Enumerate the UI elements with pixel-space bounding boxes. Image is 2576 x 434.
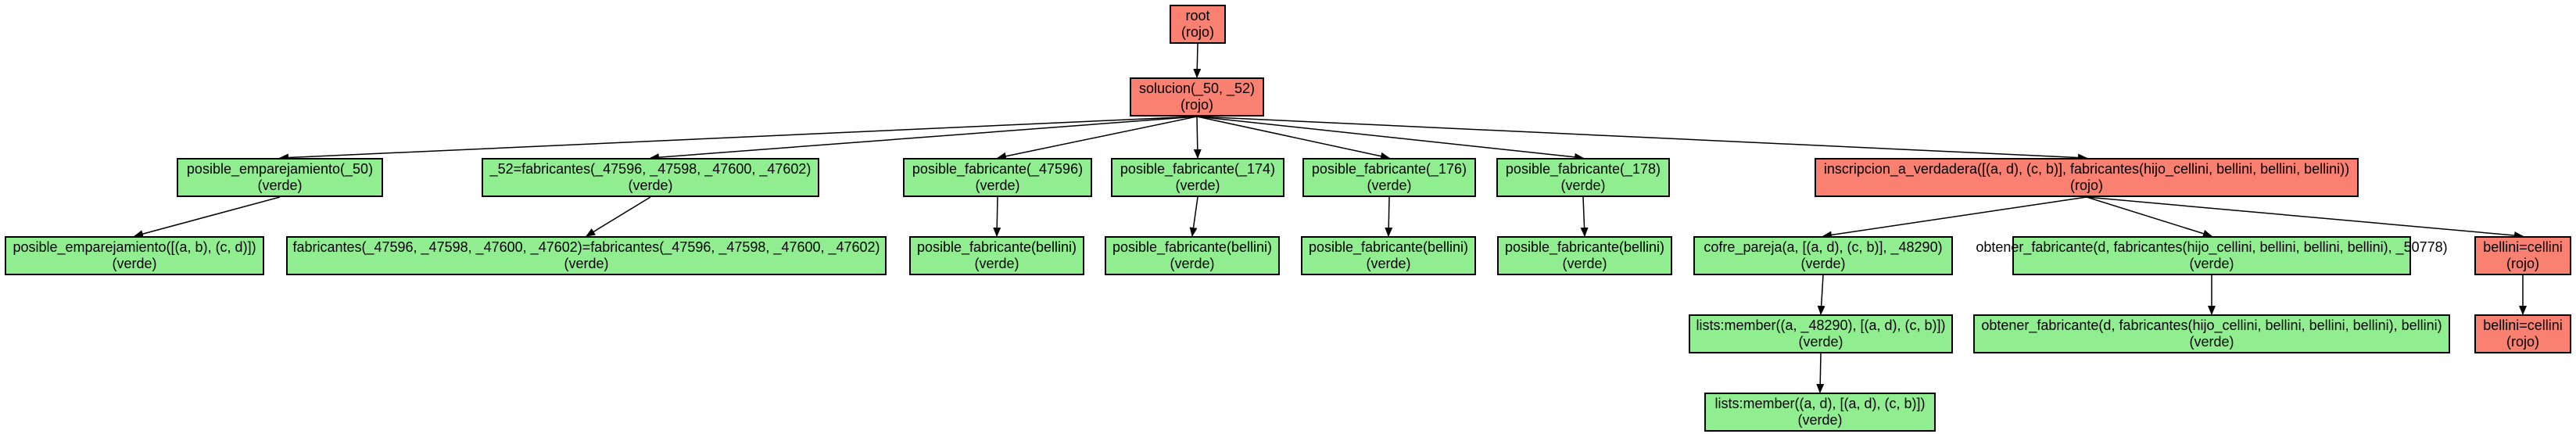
node-status: (verde) bbox=[257, 178, 303, 193]
tree-node-n21: bellini=cellini(rojo) bbox=[2474, 314, 2571, 353]
tree-node-n1: solucion(_50, _52)(rojo) bbox=[1130, 77, 1264, 117]
edge-n1-n12 bbox=[1196, 116, 1584, 161]
node-label: bellini=cellini bbox=[2483, 239, 2563, 255]
node-status: (verde) bbox=[1800, 256, 1846, 271]
node-status: (rojo) bbox=[2069, 178, 2103, 193]
tree-node-n12: posible_fabricante(_178)(verde) bbox=[1496, 158, 1670, 197]
edge-n14-n18 bbox=[2086, 196, 2212, 238]
node-status: (verde) bbox=[564, 256, 609, 271]
node-status: (verde) bbox=[1798, 334, 1843, 350]
tree-node-n17: lists:member((a, d), [(a, d), (c, b)])(v… bbox=[1704, 393, 1936, 432]
node-status: (verde) bbox=[2189, 256, 2234, 271]
node-status: (verde) bbox=[628, 178, 673, 193]
edge-n12-n13 bbox=[1580, 196, 1589, 237]
edge-n4-n5 bbox=[586, 196, 651, 237]
node-label: lists:member((a, _48290), [(a, d), (c, b… bbox=[1696, 317, 1946, 333]
tree-node-n4: _52=fabricantes(_47596, _47598, _47600, … bbox=[482, 158, 819, 197]
tree-node-n18: obtener_fabricante(d, fabricantes(hijo_c… bbox=[1976, 236, 2448, 275]
tree-node-n5: fabricantes(_47596, _47598, _47600, _476… bbox=[286, 236, 887, 275]
node-status: (rojo) bbox=[2506, 334, 2539, 350]
node-label: posible_fabricante(_176) bbox=[1311, 161, 1467, 177]
node-label: posible_fabricante(_47596) bbox=[912, 161, 1084, 177]
tree-node-n19: obtener_fabricante(d, fabricantes(hijo_c… bbox=[1973, 314, 2450, 353]
edge-n14-n20 bbox=[2086, 196, 2524, 239]
tree-node-n10: posible_fabricante(_176)(verde) bbox=[1302, 158, 1476, 197]
node-label: inscripcion_a_verdadera([(a, d), (c, b)]… bbox=[1823, 161, 2350, 177]
tree-node-n16: lists:member((a, _48290), [(a, d), (c, b… bbox=[1689, 314, 1953, 353]
node-label: posible_emparejamiento(_50) bbox=[186, 161, 374, 177]
edge-n15-n16 bbox=[1817, 274, 1825, 315]
node-label: posible_fabricante(bellini) bbox=[916, 239, 1077, 255]
tree-node-n3: posible_emparejamiento([(a, b), (c, d)])… bbox=[5, 236, 264, 275]
tree-node-n14: inscripcion_a_verdadera([(a, d), (c, b)]… bbox=[1815, 158, 2359, 197]
node-label: posible_fabricante(bellini) bbox=[1308, 239, 1469, 255]
tree-node-n15: cofre_pareja(a, [(a, d), (c, b)], _48290… bbox=[1693, 236, 1953, 275]
tree-node-n20: bellini=cellini(rojo) bbox=[2474, 236, 2571, 275]
edge-n16-n17 bbox=[1816, 353, 1825, 393]
edge-n14-n15 bbox=[1822, 196, 2087, 239]
node-label: posible_fabricante(_174) bbox=[1120, 161, 1276, 177]
node-label: posible_fabricante(_178) bbox=[1505, 161, 1661, 177]
node-status: (rojo) bbox=[1180, 97, 1213, 113]
node-label: _52=fabricantes(_47596, _47598, _47600, … bbox=[489, 161, 811, 177]
node-status: (verde) bbox=[1170, 256, 1215, 271]
node-status: (verde) bbox=[1797, 412, 1843, 428]
node-label: root bbox=[1185, 8, 1210, 23]
tree-node-n9: posible_fabricante(bellini)(verde) bbox=[1105, 236, 1280, 275]
edge-n2-n3 bbox=[134, 196, 281, 238]
tree-node-n8: posible_fabricante(_174)(verde) bbox=[1111, 158, 1284, 197]
node-label: obtener_fabricante(d, fabricantes(hijo_c… bbox=[1981, 317, 2442, 333]
edge-n1-n14 bbox=[1196, 116, 2087, 162]
node-status: (verde) bbox=[975, 178, 1020, 193]
node-status: (verde) bbox=[1367, 178, 1412, 193]
node-label: obtener_fabricante(d, fabricantes(hijo_c… bbox=[1976, 239, 2448, 255]
node-status: (rojo) bbox=[1181, 24, 1214, 40]
edge-n1-n4 bbox=[650, 116, 1198, 162]
edge-n1-n8 bbox=[1193, 116, 1202, 159]
node-status: (verde) bbox=[1366, 256, 1411, 271]
node-status: (verde) bbox=[1562, 256, 1607, 271]
edge-n10-n11 bbox=[1385, 196, 1393, 237]
node-label: cofre_pareja(a, [(a, d), (c, b)], _48290… bbox=[1704, 239, 1943, 255]
node-status: (rojo) bbox=[2506, 256, 2539, 271]
edge-n1-n2 bbox=[279, 116, 1198, 162]
node-status: (verde) bbox=[1175, 178, 1220, 193]
node-status: (verde) bbox=[2189, 334, 2234, 350]
node-label: lists:member((a, d), [(a, d), (c, b)]) bbox=[1714, 396, 1926, 411]
node-status: (verde) bbox=[974, 256, 1019, 271]
tree-node-n6: posible_fabricante(_47596)(verde) bbox=[903, 158, 1092, 197]
node-status: (verde) bbox=[112, 256, 157, 271]
tree-node-n11: posible_fabricante(bellini)(verde) bbox=[1301, 236, 1476, 275]
edge-n1-n6 bbox=[997, 116, 1198, 160]
tree-node-n13: posible_fabricante(bellini)(verde) bbox=[1497, 236, 1672, 275]
tree-node-n7: posible_fabricante(bellini)(verde) bbox=[909, 236, 1084, 275]
edge-n8-n9 bbox=[1189, 196, 1198, 237]
edge-n0-n1 bbox=[1193, 43, 1202, 78]
node-label: posible_fabricante(bellini) bbox=[1504, 239, 1665, 255]
node-status: (verde) bbox=[1560, 178, 1606, 193]
tree-node-n2: posible_emparejamiento(_50)(verde) bbox=[177, 158, 383, 197]
edge-n6-n7 bbox=[993, 196, 1001, 237]
node-label: fabricantes(_47596, _47598, _47600, _476… bbox=[292, 239, 880, 255]
edge-n1-n10 bbox=[1196, 116, 1390, 160]
node-label: posible_fabricante(bellini) bbox=[1112, 239, 1273, 255]
node-label: solucion(_50, _52) bbox=[1138, 81, 1256, 96]
node-label: posible_emparejamiento([(a, b), (c, d)]) bbox=[13, 239, 256, 255]
tree-node-n0: root(rojo) bbox=[1170, 5, 1226, 44]
node-label: bellini=cellini bbox=[2483, 317, 2563, 333]
